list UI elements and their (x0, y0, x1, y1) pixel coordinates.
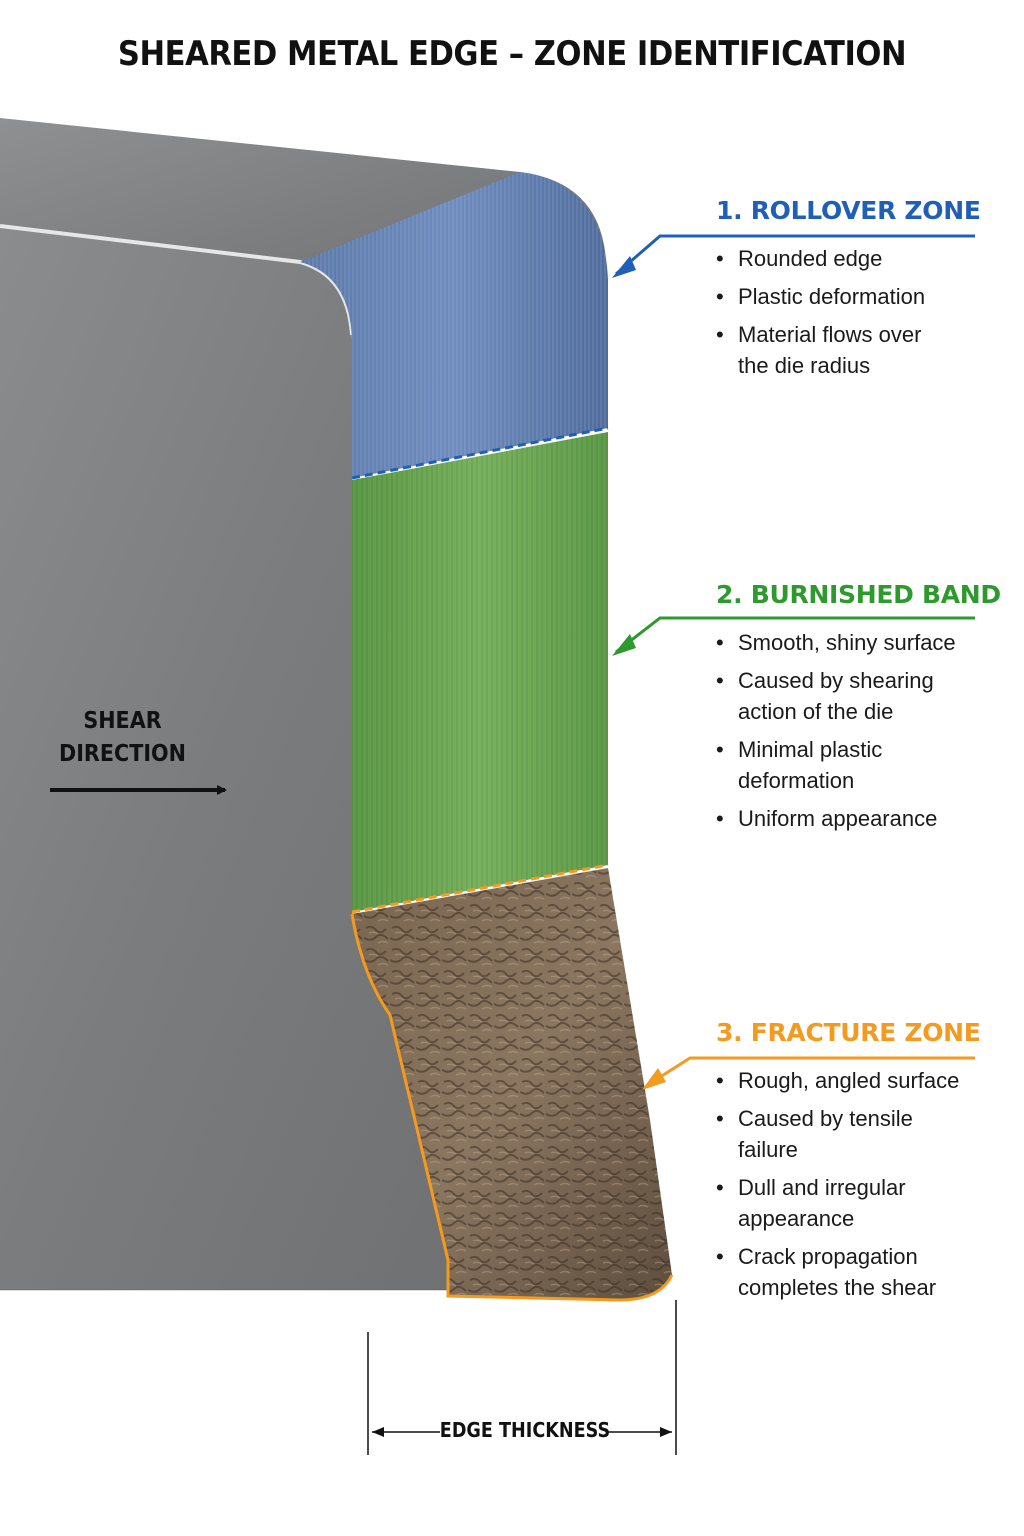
fracture-zone-title: 3. FRACTURE ZONE (716, 1018, 981, 1047)
list-item: Smooth, shiny surface (716, 627, 1001, 658)
list-item: Material flows over the die radius (716, 319, 981, 381)
list-item: Caused by tensile failure (716, 1103, 981, 1165)
list-item: Caused by shearing action of the die (716, 665, 1001, 727)
list-item: Plastic deformation (716, 281, 981, 312)
shear-direction-label: SHEAR DIRECTION (48, 705, 197, 771)
list-item: Uniform appearance (716, 803, 1001, 834)
list-item: Dull and irregular appearance (716, 1172, 981, 1234)
fracture-zone-panel: 3. FRACTURE ZONE Rough, angled surface C… (716, 1018, 981, 1310)
list-item: Rough, angled surface (716, 1065, 981, 1096)
fracture-zone-bullets: Rough, angled surface Caused by tensile … (716, 1065, 981, 1303)
rollover-zone-bullets: Rounded edge Plastic deformation Materia… (716, 243, 981, 381)
list-item: Minimal plastic deformation (716, 734, 1001, 796)
burnished-band-bullets: Smooth, shiny surface Caused by shearing… (716, 627, 1001, 834)
burnished-band-title: 2. BURNISHED BAND (716, 580, 1001, 609)
rollover-zone-panel: 1. ROLLOVER ZONE Rounded edge Plastic de… (716, 196, 981, 388)
burnished-band-panel: 2. BURNISHED BAND Smooth, shiny surface … (716, 580, 1001, 841)
rollover-zone-title: 1. ROLLOVER ZONE (716, 196, 981, 225)
list-item: Crack propagation completes the shear (716, 1241, 981, 1303)
edge-thickness-label: EDGE THICKNESS (422, 1418, 628, 1442)
list-item: Rounded edge (716, 243, 981, 274)
